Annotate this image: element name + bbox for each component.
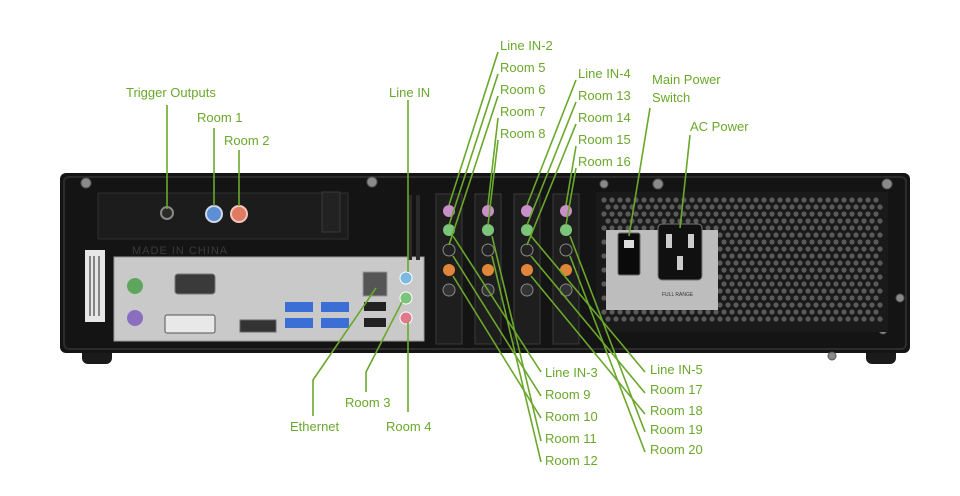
label-room-4: Room 4 — [386, 419, 432, 434]
label-room-18: Room 18 — [650, 403, 703, 418]
power-supply: FULL RANGE — [596, 192, 888, 332]
label-room-17: Room 17 — [650, 382, 703, 397]
main-power-switch — [617, 232, 641, 276]
leader-lines — [166, 51, 691, 463]
usb-port — [364, 302, 386, 311]
sound-card-2 — [474, 193, 502, 345]
label-room-19: Room 19 — [650, 422, 703, 437]
label-main-power-switch-line-2: Switch — [652, 90, 690, 105]
label-room-6: Room 6 — [500, 82, 546, 97]
serial-sticker — [85, 250, 105, 322]
usb-port — [285, 318, 313, 328]
label-room-9: Room 9 — [545, 387, 591, 402]
vga-port — [174, 273, 216, 295]
computer-rear-panel: MADE IN CHINA — [60, 173, 910, 364]
label-room-3: Room 3 — [345, 395, 391, 410]
label-line-in-3: Line IN-3 — [545, 365, 598, 380]
label-main-power-switch-line-1: Main Power — [652, 72, 721, 87]
ac-power-socket — [657, 223, 703, 281]
label-room-10: Room 10 — [545, 409, 598, 424]
label-room-2: Room 2 — [224, 133, 270, 148]
label-room-11: Room 11 — [545, 431, 597, 446]
label-room-7: Room 7 — [500, 104, 546, 119]
label-room-14: Room 14 — [578, 110, 631, 125]
label-room-13: Room 13 — [578, 88, 631, 103]
label-room-20: Room 20 — [650, 442, 703, 457]
label-room-8: Room 8 — [500, 126, 546, 141]
usb-port — [364, 318, 386, 327]
labels: Trigger Outputs Room 1 Room 2 Line IN Li… — [126, 38, 749, 468]
audio-jack-room-2 — [230, 205, 248, 223]
audio-jack-room-4 — [399, 311, 413, 325]
hdmi-port — [239, 319, 277, 333]
label-room-1: Room 1 — [197, 110, 243, 125]
ps2-mouse-port — [127, 278, 143, 294]
full-range-label: FULL RANGE — [662, 292, 694, 298]
psu-vent-holes — [601, 197, 883, 322]
label-line-in-5: Line IN-5 — [650, 362, 703, 377]
label-room-16: Room 16 — [578, 154, 631, 169]
label-room-5: Room 5 — [500, 60, 546, 75]
label-ethernet: Ethernet — [290, 419, 340, 434]
ps2-keyboard-port — [127, 310, 143, 326]
label-trigger-outputs: Trigger Outputs — [126, 85, 216, 100]
label-room-12: Room 12 — [545, 453, 598, 468]
label-ac-power: AC Power — [690, 119, 749, 134]
label-room-15: Room 15 — [578, 132, 631, 147]
usb-port — [321, 302, 349, 312]
ethernet-port — [362, 271, 388, 297]
sound-card-3 — [513, 193, 541, 345]
label-line-in-2: Line IN-2 — [500, 38, 553, 53]
label-line-in: Line IN — [389, 85, 430, 100]
audio-jack-line-in — [399, 271, 413, 285]
usb-port — [321, 318, 349, 328]
label-line-in-4: Line IN-4 — [578, 66, 631, 81]
usb-port — [285, 302, 313, 312]
audio-jack-room-1 — [205, 205, 223, 223]
made-in-china-stamp: MADE IN CHINA — [132, 245, 228, 257]
audio-jack-room-3 — [399, 291, 413, 305]
dvi-port — [164, 314, 216, 334]
